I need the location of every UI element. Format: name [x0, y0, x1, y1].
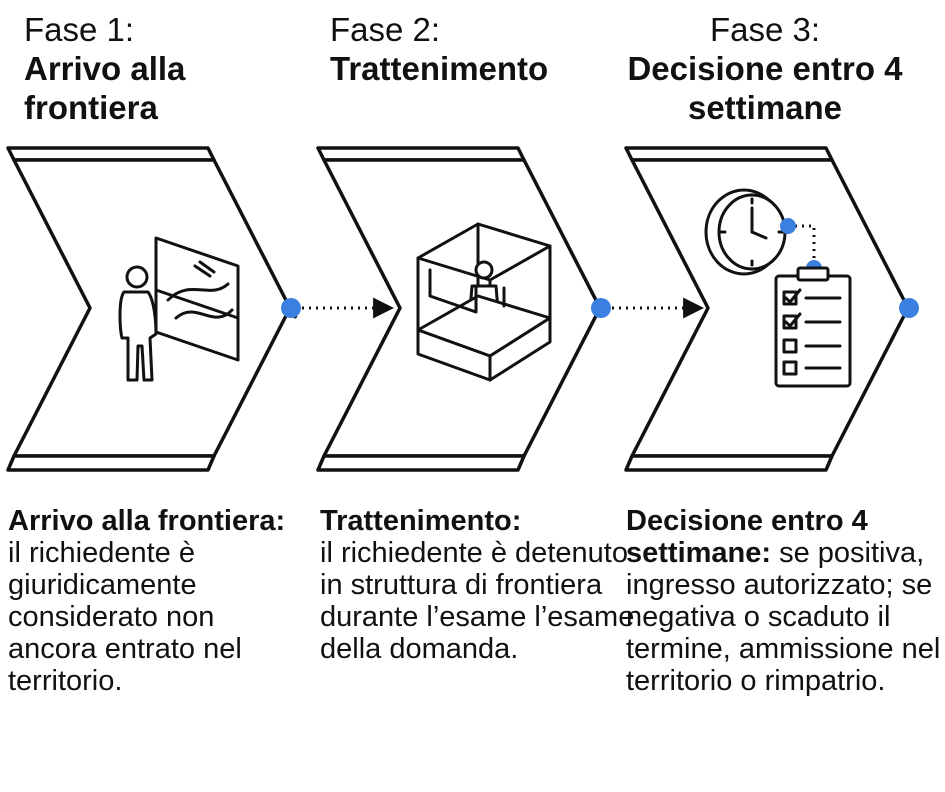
connector-dot-1 — [281, 298, 301, 318]
phase-2-title: Trattenimento — [330, 50, 549, 87]
phase-3-description: Decisione entro 4 settimane: se positiva… — [626, 505, 944, 697]
phase-2-desc-lead: Trattenimento: — [320, 505, 522, 537]
phase-1-title: Arrivo alla frontiera — [24, 50, 186, 126]
phase-1-description: Arrivo alla frontiera: il richiedente è … — [8, 505, 308, 697]
phase-3-desc-lead: Decisione entro 4 settimane: — [626, 505, 868, 569]
connector-dot-2 — [591, 298, 611, 318]
phase-1-desc-body: il richiedente è giuridicamente consider… — [8, 537, 242, 697]
phase-2-description: Trattenimento: il richiedente è detenuto… — [320, 505, 640, 665]
phase-1-heading: Fase 1: Arrivo alla frontiera — [24, 10, 304, 127]
connector-2-3 — [591, 297, 705, 319]
phase-3-heading: Fase 3: Decisione entro 4 settimane — [620, 10, 910, 127]
checklist-clipboard-icon — [774, 266, 852, 388]
clock-icon — [704, 188, 787, 276]
phase-3-label: Fase 3: — [709, 11, 821, 48]
phase-1-label: Fase 1: — [24, 11, 135, 48]
phase-1-desc-lead: Arrivo alla frontiera: — [8, 505, 286, 537]
phase-2-heading: Fase 2: Trattenimento — [330, 10, 610, 88]
connector-1-2 — [281, 297, 395, 319]
detention-booth-icon — [416, 222, 552, 382]
phase-2-desc-body: il richiedente è detenuto in struttura d… — [320, 537, 635, 665]
phase-3-desc-body: se positiva, ingresso autorizzato; se ne… — [626, 537, 941, 697]
connector-dot-3 — [899, 298, 919, 318]
person-at-window-icon — [118, 236, 240, 382]
phase-3-title: Decisione entro 4 settimane — [627, 50, 903, 126]
phase-2-label: Fase 2: — [330, 11, 441, 48]
